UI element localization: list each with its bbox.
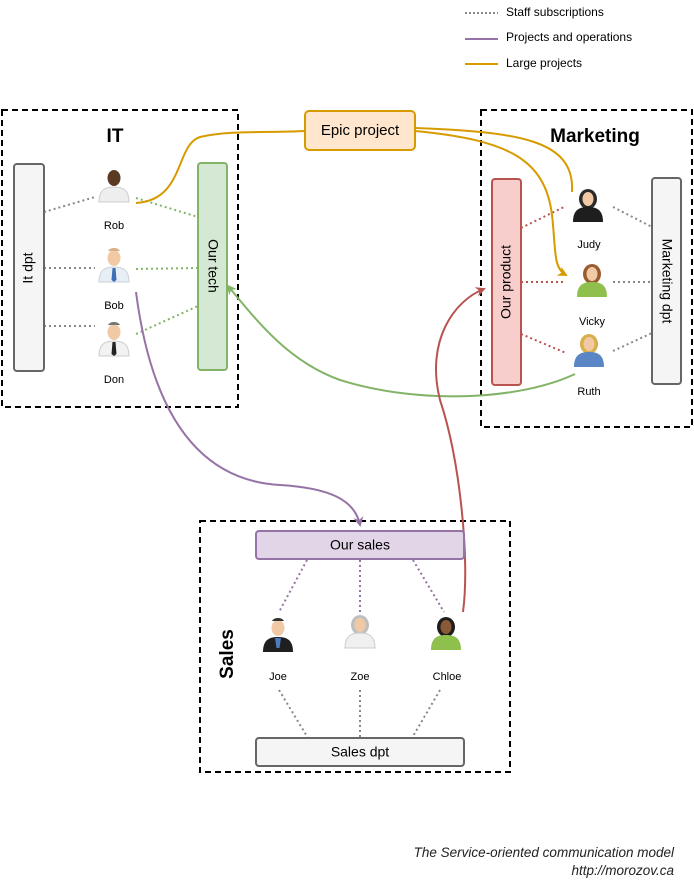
chloe-to-product-arrow	[435, 287, 486, 613]
product-links	[520, 205, 567, 354]
marketing-group	[480, 109, 693, 428]
tech-links	[135, 197, 199, 335]
chloe-avatar-icon	[431, 617, 461, 650]
joe-label: Joe	[269, 671, 287, 683]
person-joe[interactable]: Joe	[263, 618, 293, 683]
staff-links	[43, 196, 653, 739]
marketing-dpt-label: Marketing dpt	[659, 239, 675, 324]
legend-large-label: Large projects	[506, 56, 582, 70]
judy-label: Judy	[577, 239, 601, 251]
it-dpt-box[interactable]: It dpt	[13, 163, 45, 372]
it-group	[1, 109, 239, 408]
chloe-label: Chloe	[433, 671, 462, 683]
epic-project-label: Epic project	[321, 122, 400, 139]
legend-projects-label: Projects and operations	[506, 30, 632, 44]
rob-avatar-icon	[98, 170, 130, 203]
ruth-to-tech-arrow	[226, 284, 576, 398]
ruth-avatar-icon	[574, 334, 604, 367]
bob-avatar-icon	[98, 248, 130, 283]
sales-dpt-label: Sales dpt	[331, 744, 389, 760]
person-ruth[interactable]: Ruth	[574, 334, 604, 398]
legend: Staff subscriptions Projects and operati…	[465, 5, 632, 70]
person-zoe[interactable]: Zoe	[344, 615, 376, 683]
caption-url[interactable]: http://morozov.ca	[571, 863, 674, 878]
our-tech-box[interactable]: Our tech	[197, 162, 228, 371]
legend-staff-label: Staff subscriptions	[506, 5, 604, 19]
person-don[interactable]: Don	[98, 322, 130, 386]
caption-title: The Service-oriented communication model	[413, 845, 674, 860]
sales-group-title: Sales	[217, 629, 238, 679]
bob-to-sales-arrow	[135, 291, 364, 527]
don-label: Don	[104, 374, 124, 386]
zoe-label: Zoe	[351, 671, 370, 683]
ruth-label: Ruth	[577, 386, 600, 398]
marketing-group-title: Marketing	[550, 126, 640, 147]
bob-label: Bob	[104, 300, 124, 312]
judy-avatar-icon	[573, 189, 603, 222]
person-judy[interactable]: Judy	[573, 189, 603, 251]
vicky-label: Vicky	[579, 316, 606, 328]
our-product-box[interactable]: Our product	[491, 178, 522, 386]
epic-project-box[interactable]: Epic project	[304, 110, 416, 151]
person-vicky[interactable]: Vicky	[577, 264, 607, 328]
it-dpt-label: It dpt	[20, 252, 36, 283]
person-chloe[interactable]: Chloe	[431, 617, 461, 683]
our-sales-label: Our sales	[330, 537, 390, 553]
vicky-avatar-icon	[577, 264, 607, 297]
don-avatar-icon	[98, 322, 130, 357]
person-rob[interactable]: Rob	[98, 170, 130, 232]
zoe-avatar-icon	[344, 615, 376, 649]
sales-dpt-box[interactable]: Sales dpt	[255, 737, 465, 767]
it-group-title: IT	[107, 126, 124, 147]
person-bob[interactable]: Bob	[98, 248, 130, 312]
our-tech-label: Our tech	[205, 239, 221, 293]
rob-label: Rob	[104, 220, 124, 232]
our-sales-box[interactable]: Our sales	[255, 530, 465, 560]
marketing-dpt-box[interactable]: Marketing dpt	[651, 177, 682, 385]
joe-avatar-icon	[263, 618, 293, 652]
large-project-links	[135, 127, 574, 276]
sales-links	[278, 559, 445, 613]
our-product-label: Our product	[498, 245, 514, 319]
